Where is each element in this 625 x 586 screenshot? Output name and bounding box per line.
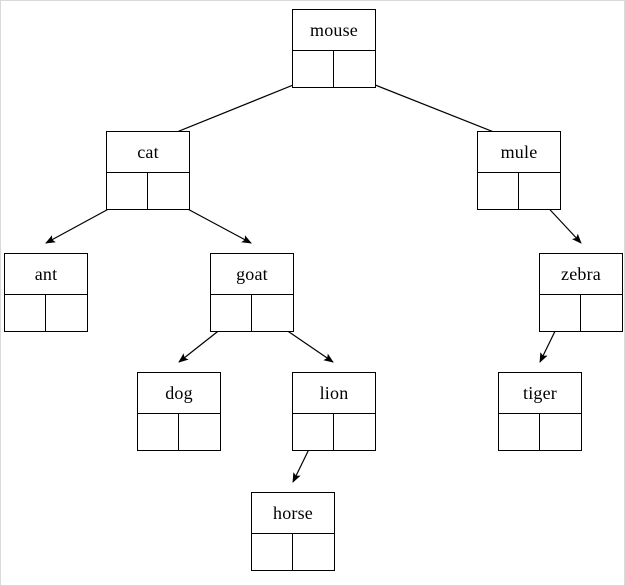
node-label: goat: [211, 254, 293, 295]
tree-node-zebra[interactable]: zebra: [539, 253, 623, 332]
node-label: mule: [478, 132, 560, 173]
tree-node-mule[interactable]: mule: [477, 131, 561, 210]
right-pointer-cell: [581, 295, 622, 331]
node-label: tiger: [499, 373, 581, 414]
right-pointer-cell: [334, 414, 375, 450]
right-pointer-cell: [334, 51, 375, 87]
right-pointer-cell: [540, 414, 581, 450]
node-pointer-cells: [293, 414, 375, 450]
node-pointer-cells: [252, 534, 334, 570]
right-pointer-cell: [519, 173, 560, 209]
node-pointer-cells: [478, 173, 560, 209]
node-label: ant: [5, 254, 87, 295]
node-pointer-cells: [211, 295, 293, 331]
node-pointer-cells: [5, 295, 87, 331]
node-label: lion: [293, 373, 375, 414]
right-pointer-cell: [179, 414, 220, 450]
node-label: cat: [107, 132, 189, 173]
node-label: mouse: [293, 10, 375, 51]
tree-node-horse[interactable]: horse: [251, 492, 335, 571]
left-pointer-cell: [252, 534, 293, 570]
node-pointer-cells: [138, 414, 220, 450]
tree-node-lion[interactable]: lion: [292, 372, 376, 451]
node-label: dog: [138, 373, 220, 414]
right-pointer-cell: [46, 295, 87, 331]
left-pointer-cell: [293, 51, 334, 87]
left-pointer-cell: [540, 295, 581, 331]
left-pointer-cell: [293, 414, 334, 450]
tree-node-dog[interactable]: dog: [137, 372, 221, 451]
left-pointer-cell: [478, 173, 519, 209]
left-pointer-cell: [138, 414, 179, 450]
right-pointer-cell: [252, 295, 293, 331]
node-pointer-cells: [499, 414, 581, 450]
node-pointer-cells: [293, 51, 375, 87]
tree-node-cat[interactable]: cat: [106, 131, 190, 210]
left-pointer-cell: [107, 173, 148, 209]
right-pointer-cell: [148, 173, 189, 209]
left-pointer-cell: [5, 295, 46, 331]
tree-node-goat[interactable]: goat: [210, 253, 294, 332]
right-pointer-cell: [293, 534, 334, 570]
node-pointer-cells: [107, 173, 189, 209]
left-pointer-cell: [211, 295, 252, 331]
tree-node-tiger[interactable]: tiger: [498, 372, 582, 451]
node-label: horse: [252, 493, 334, 534]
tree-node-mouse[interactable]: mouse: [292, 9, 376, 88]
node-pointer-cells: [540, 295, 622, 331]
node-label: zebra: [540, 254, 622, 295]
tree-node-ant[interactable]: ant: [4, 253, 88, 332]
left-pointer-cell: [499, 414, 540, 450]
